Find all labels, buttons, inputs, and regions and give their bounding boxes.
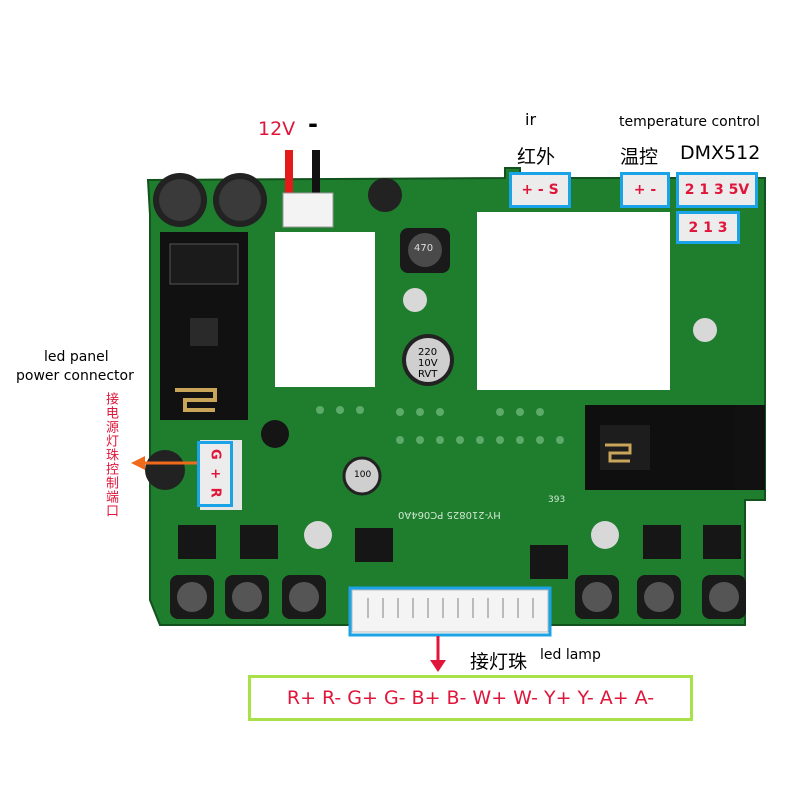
dmx-connector-bottom: 2 1 3 <box>676 211 740 244</box>
power-12v-label: 12V <box>258 118 296 140</box>
ir-connector-pins: + - S <box>509 172 571 208</box>
temp-label-cn: 温控 <box>620 146 659 168</box>
lamp-pin: B+ <box>411 687 441 709</box>
power-connector <box>282 192 334 228</box>
led-panel-label-1: led panel <box>44 349 109 365</box>
lamp-pin: W+ <box>472 687 508 709</box>
temp-connector-pins: + - <box>620 172 670 208</box>
led-lamp-pinout: R+ R- G+ G- B+ B- W+ W- Y+ Y- A+ A- <box>248 675 693 721</box>
ir-label-cn: 红外 <box>517 146 556 168</box>
temp-label-en: temperature control <box>619 114 760 130</box>
inductor-label: 470 <box>414 243 434 254</box>
board-cutout-left <box>275 232 375 387</box>
dmx-connector-top: 2 1 3 5V <box>676 172 758 208</box>
arrow-left-icon <box>131 456 145 470</box>
lamp-pin: Y+ <box>544 687 572 709</box>
led-lamp-label-cn: 接灯珠 <box>470 651 528 673</box>
u393-label: 393 <box>548 495 566 505</box>
capacitor-3 <box>368 178 402 212</box>
led-panel-label-2: power connector <box>16 368 134 384</box>
cap-220-label: 220 <box>418 347 438 358</box>
pcb-code-label: HY-210825 PC064A0 <box>398 509 501 520</box>
lamp-connector-highlight <box>348 586 552 637</box>
cap-100-label: 100 <box>354 470 372 480</box>
wire-red <box>285 150 293 198</box>
lamp-pin: W- <box>513 687 538 709</box>
led-lamp-label-en: led lamp <box>540 647 601 663</box>
lamp-connector <box>351 589 549 633</box>
buzzer <box>261 420 289 448</box>
lamp-pin: A- <box>634 687 655 709</box>
power-minus-label: - <box>308 110 318 138</box>
led-panel-label-cn: 接电源灯珠控制端口 <box>103 392 118 518</box>
lamp-pin: R- <box>322 687 342 709</box>
cap-rvt-label: RVT <box>418 369 438 380</box>
lamp-pin: A+ <box>599 687 629 709</box>
ir-label-en: ir <box>525 110 537 129</box>
led-panel-connector-pins: G + R <box>197 441 233 507</box>
lamp-pin: G- <box>383 687 406 709</box>
dmx-title: DMX512 <box>680 142 761 164</box>
cap-10v-label: 10V <box>418 358 438 369</box>
lamp-pin: Y- <box>577 687 594 709</box>
capacitor-100 <box>342 456 382 496</box>
lamp-pin: G+ <box>347 687 378 709</box>
board-cutout-right <box>477 212 670 390</box>
lamp-pin: R+ <box>286 687 316 709</box>
arrow-down-icon <box>430 660 446 672</box>
lamp-pin: B- <box>446 687 467 709</box>
wire-black <box>312 150 320 198</box>
capacitor-led-panel <box>145 450 185 490</box>
